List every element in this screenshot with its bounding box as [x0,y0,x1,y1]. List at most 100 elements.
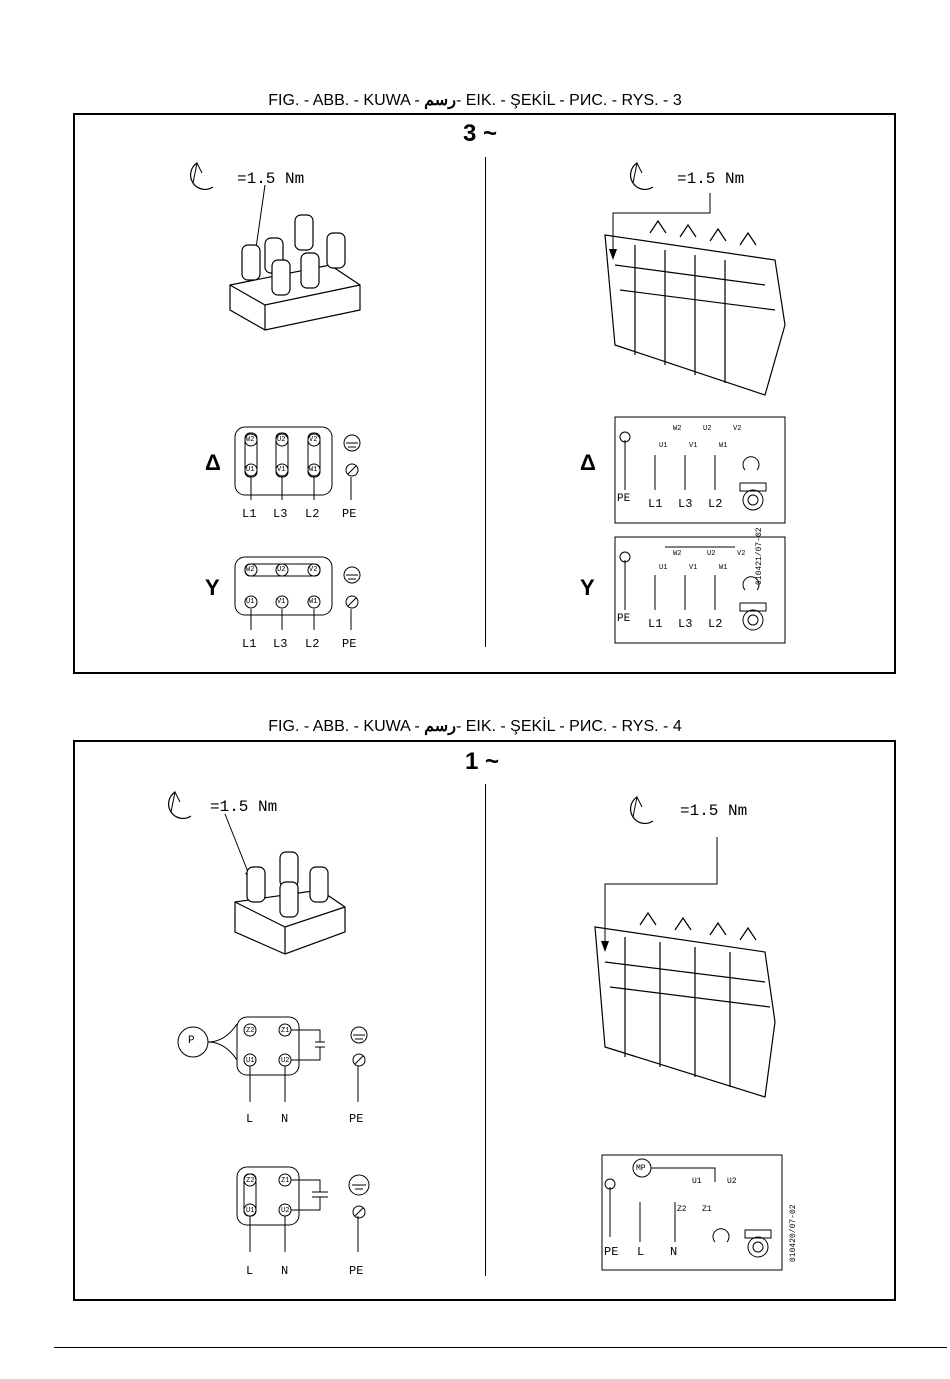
terminal-block-1ph-left [234,851,346,955]
line-label: L [246,1264,254,1278]
terminal-label: U2 [281,1207,290,1215]
terminal-label: Z1 [702,1205,712,1214]
terminal-label: V2 [309,436,318,444]
line-label: L1 [242,637,257,651]
terminal-label: U2 [277,566,286,574]
terminal-label: Z2 [246,1177,255,1185]
terminal-label: W2 [246,566,255,574]
terminal-label: U2 [727,1177,737,1186]
pto-label: P [188,1035,195,1047]
phase-label: 3 ~ [463,120,498,147]
phase-label: 1 ~ [465,748,500,775]
terminal-block-1ph-right [594,911,776,1098]
line-label: L [246,1112,254,1126]
torque-value: =1.5 Nm [210,798,278,816]
pe-label: PE [617,493,631,505]
delta-symbol: Δ [580,450,596,475]
line-label: L1 [648,497,663,511]
line-label: N [670,1245,678,1259]
terminal-label: V1 [277,598,286,606]
single-phase-wiring-1 [177,1016,368,1102]
terminal-label: V1 [277,466,286,474]
terminal-label: V2 [737,550,746,558]
divider [485,157,486,647]
line-label: L2 [708,617,723,631]
terminal-label: Z2 [677,1205,687,1214]
line-label: PE [342,507,357,521]
terminal-label: U1 [692,1177,702,1186]
terminal-block-3ph-left [229,214,361,331]
single-phase-wiring-2 [236,1166,370,1252]
torque-value: =1.5 Nm [680,802,748,820]
fig3-drawing: Δ Y [190,161,786,644]
terminal-label: U1 [246,1057,255,1065]
line-labels: L1 L3 L2 PE [238,637,378,653]
line-label: PE [342,637,357,651]
terminal-label: U1 [659,442,668,450]
star-wiring-right [614,536,786,644]
terminal-label: W1 [309,598,318,606]
line-label: L2 [305,637,320,651]
terminal-label: U1 [246,466,255,474]
fig3-caption: FIG. - ABB. - KUWA - رسم- EIK. - ŞEKİL -… [0,90,950,110]
terminal-label: V2 [309,566,318,574]
star-wiring-left [234,556,361,630]
terminal-label: V2 [733,425,742,433]
terminal-label: U1 [246,598,255,606]
line-label: L3 [678,497,693,511]
pe-label: PE [604,1245,619,1259]
caption-arabic: رسم [424,718,456,735]
terminal-label: U2 [277,436,286,444]
terminal-label: Z1 [281,1027,290,1035]
line-label: L1 [242,507,257,521]
caption-text: FIG. - ABB. - KUWA - [268,92,425,109]
drawing-code: 010420/07-02 [789,1204,798,1262]
single-phase-wiring-right [601,1154,783,1271]
caption-text: FIG. - ABB. - KUWA - [268,718,425,735]
line-label: L1 [648,617,663,631]
terminal-label: V1 [689,564,698,572]
caption-arabic: رسم [424,92,456,109]
terminal-label: W2 [673,425,682,433]
line-label: N [281,1264,289,1278]
line-labels: L1 L3 L2 PE [238,507,378,523]
terminal-label: W1 [719,442,728,450]
terminal-labels: W2 U2 V2 U1 V1 W1 PE L1 L3 L2 [615,537,785,643]
line-label: L3 [273,507,288,521]
line-label: PE [349,1264,364,1278]
fig4-drawing [168,790,783,1271]
delta-wiring-right [614,416,786,524]
line-label: N [281,1112,289,1126]
terminal-label: Z1 [281,1177,290,1185]
line-label: L3 [678,617,693,631]
drawing-code: 010421/07-02 [755,527,764,585]
terminal-label: Z2 [246,1027,255,1035]
terminal-label: V1 [689,442,698,450]
star-symbol: Y [580,575,595,600]
terminal-label: W1 [719,564,728,572]
terminal-label: W2 [673,550,682,558]
terminal-label: U2 [281,1057,290,1065]
star-symbol: Y [205,575,220,600]
line-label: L [637,1245,645,1259]
terminal-block-3ph-right [604,219,786,396]
terminal-label: U1 [246,1207,255,1215]
delta-wiring-left [234,426,361,500]
terminal-label: W2 [246,436,255,444]
line-labels: L N PE [237,1112,377,1128]
fig4-panel: 1 ~ [73,740,896,1301]
delta-symbol: Δ [205,450,221,475]
mp-label: MP [636,1164,646,1173]
line-label: L2 [305,507,320,521]
fig4-caption: FIG. - ABB. - KUWA - رسم- EIK. - ŞEKİL -… [0,716,950,736]
torque-value: =1.5 Nm [677,170,745,188]
footer-rule [54,1347,947,1348]
caption-text: - EIK. - ŞEKİL - РИС. - RYS. - 4 [455,718,682,735]
line-label: PE [349,1112,364,1126]
terminal-labels: MP U1 U2 Z2 Z1 PE L N [602,1155,782,1270]
torque-value: =1.5 Nm [237,170,305,188]
pe-label: PE [617,613,631,625]
caption-text: - EIK. - ŞEKİL - РИС. - RYS. - 3 [455,92,682,109]
terminal-label: U1 [659,564,668,572]
line-label: L2 [708,497,723,511]
